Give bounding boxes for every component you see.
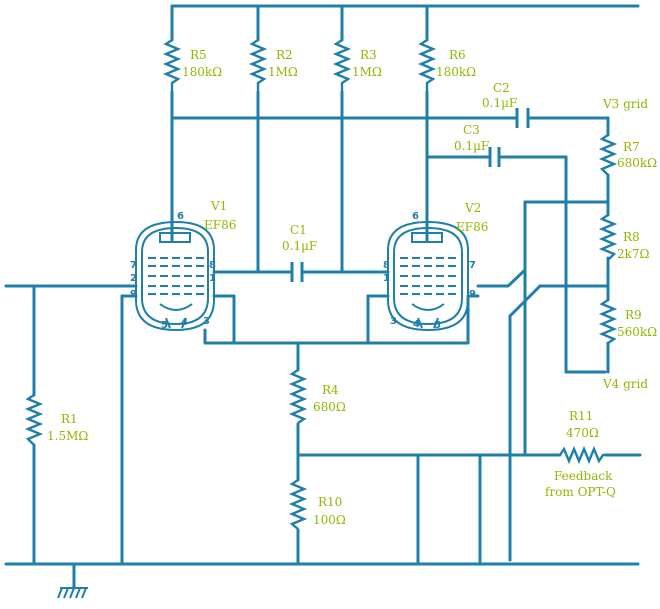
r10-value: 100Ω — [313, 513, 346, 527]
resistor-r2 — [248, 39, 268, 92]
v2-pin-7: 7 — [469, 260, 476, 271]
v2-pin-8: 8 — [383, 260, 390, 271]
v2-pin-5: 5 — [434, 320, 441, 331]
feedback-label-line1: Feedback — [554, 469, 613, 483]
r5-ref: R5 — [190, 48, 207, 62]
v1-pin-4: 4 — [181, 317, 188, 328]
v1-pin-6: 6 — [177, 211, 184, 222]
v2-pin-6: 6 — [412, 211, 419, 222]
r3-ref: R3 — [360, 48, 377, 62]
r3-value: 1MΩ — [352, 65, 382, 79]
r8-ref: R8 — [623, 230, 640, 244]
resistor-r1 — [24, 394, 44, 446]
resistor-r4 — [288, 369, 308, 424]
resistor-r9 — [598, 299, 618, 344]
v2-pin-1: 1 — [383, 273, 390, 284]
v1-pin-3: 3 — [203, 316, 210, 327]
v1-pin-2: 2 — [130, 273, 137, 284]
r2-ref: R2 — [276, 48, 293, 62]
r9-value: 560kΩ — [617, 325, 657, 339]
tube-v2 — [387, 220, 469, 332]
r7-ref: R7 — [623, 140, 640, 154]
r11-ref: R11 — [569, 409, 593, 423]
r5-value: 180kΩ — [182, 65, 222, 79]
resistor-r3 — [332, 39, 352, 92]
resistor-r11 — [559, 445, 606, 465]
feedback-label-line2: from OPT-Q — [545, 485, 616, 499]
c1-value: 0.1µF — [282, 239, 317, 253]
c3-ref: C3 — [463, 123, 480, 137]
r4-value: 680Ω — [313, 400, 346, 414]
r10-ref: R10 — [318, 495, 342, 509]
capacitor-c1 — [290, 262, 304, 282]
r4-ref: R4 — [322, 383, 339, 397]
v1-pin-1: 1 — [209, 273, 216, 284]
v2-value: EF86 — [456, 220, 488, 234]
resistor-r10 — [288, 479, 308, 530]
c2-ref: C2 — [493, 81, 510, 95]
v1-pin-5: 5 — [161, 320, 168, 331]
r6-value: 180kΩ — [436, 65, 476, 79]
c1-ref: C1 — [290, 223, 307, 237]
capacitor-c2 — [515, 108, 530, 128]
r11-value: 470Ω — [566, 426, 599, 440]
r8-value: 2k7Ω — [617, 247, 650, 261]
r1-value: 1.5MΩ — [47, 429, 88, 443]
r6-ref: R6 — [449, 48, 466, 62]
v1-ref: V1 — [210, 199, 227, 213]
wires — [4, 4, 642, 599]
r9-ref: R9 — [625, 308, 642, 322]
v1-pin-7: 7 — [130, 260, 137, 271]
resistor-r7 — [598, 134, 618, 176]
resistor-r6 — [417, 39, 437, 92]
v2-pin-9: 9 — [469, 289, 476, 300]
v3-grid-label: V3 grid — [602, 97, 648, 111]
v2-pin-3: 3 — [390, 316, 397, 327]
r7-value: 680kΩ — [617, 156, 657, 170]
resistor-r8 — [598, 214, 618, 261]
v2-pin-4: 4 — [413, 319, 420, 330]
c2-value: 0.1µF — [482, 96, 517, 110]
capacitor-c3 — [488, 147, 501, 167]
c3-value: 0.1µF — [454, 139, 489, 153]
v2-ref: V2 — [464, 201, 481, 215]
v1-value: EF86 — [204, 218, 236, 232]
resistor-r5 — [162, 39, 182, 92]
r1-ref: R1 — [61, 412, 78, 426]
tube-v1 — [135, 220, 215, 332]
v1-pin-8: 8 — [209, 260, 216, 271]
v4-grid-label: V4 grid — [602, 377, 648, 391]
v1-pin-9: 9 — [130, 289, 137, 300]
r2-value: 1MΩ — [268, 65, 298, 79]
